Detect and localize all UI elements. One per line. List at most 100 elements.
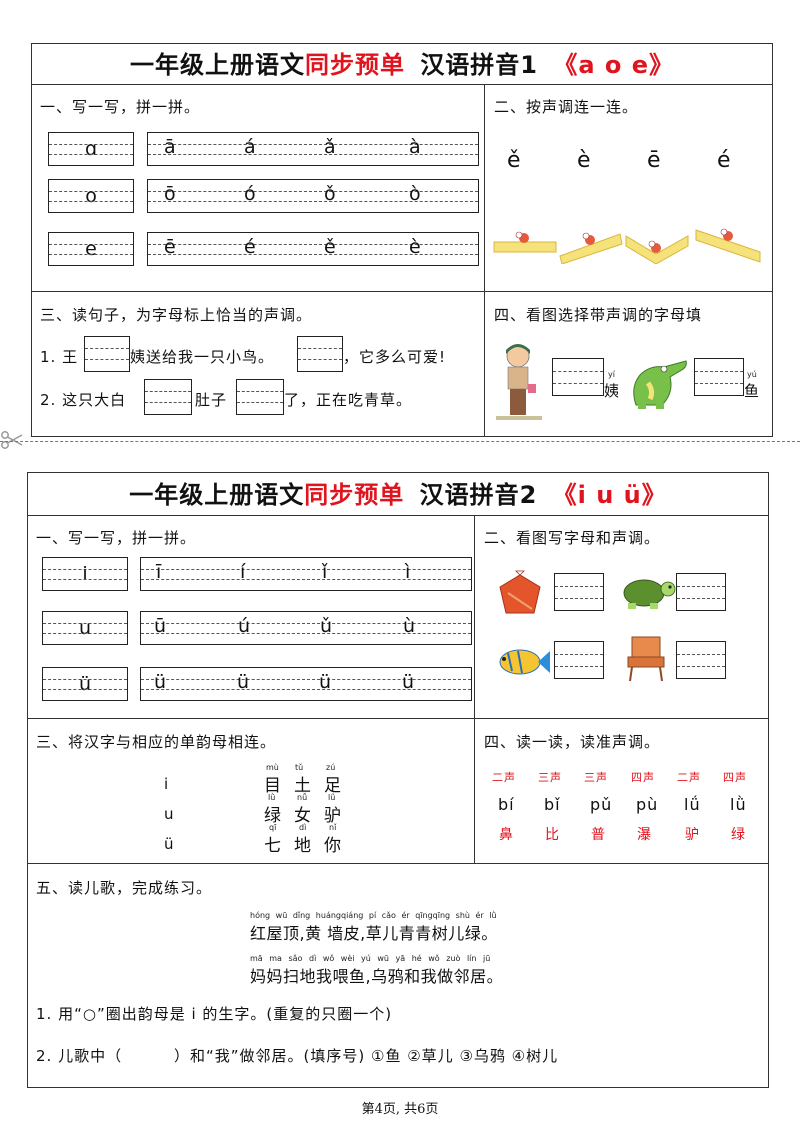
rising-tone-picture[interactable] [559,232,623,264]
answer-box[interactable] [554,641,604,679]
answer-box[interactable] [676,573,726,611]
scissors-icon [1,431,23,449]
writing-box[interactable] [147,232,479,266]
chair-picture [627,636,665,682]
poem-line-1: 红屋顶,黄 墙皮,草儿青青树儿绿。 [250,924,498,943]
sentence-2-mid: 肚子 [195,391,228,409]
hanzi-char[interactable]: 足 [324,776,342,796]
answer-box[interactable] [297,336,343,372]
hanzi-char[interactable]: 地 [294,836,312,856]
vowel-v[interactable]: ü [164,835,175,853]
worksheet-card-2: 一年级上册语文同步预单 汉语拼音2 《i u ü》 一、写一写，拼一拼。 i ī… [27,472,769,1088]
tone-letter: ǔ [320,615,334,637]
pinyin-yu: yú [747,370,757,379]
hanzi-char[interactable]: 绿 [264,806,282,826]
dip-tone-picture[interactable] [625,235,689,264]
card1-sec1-heading: 一、写一写，拼一拼。 [40,98,201,116]
sentence-2-end: 了，正在吃青草。 [284,391,413,409]
tone-option[interactable]: è [577,148,591,173]
poem-line-2: 妈妈扫地我喂鱼,乌鸦和我做邻居。 [250,967,504,986]
hanzi-pinyin: mù [266,763,279,772]
tone-label: 四声 [631,771,655,784]
tone-letter: ü [319,671,333,693]
writing-box[interactable] [140,557,472,591]
flat-tone-picture[interactable] [493,231,557,253]
syllable: bǐ [544,795,561,814]
fish-picture [499,649,550,675]
hanzi-char[interactable]: 目 [264,776,282,796]
card2-sec3-heading: 三、将汉字与相应的单韵母相连。 [36,733,277,751]
card1-title: 一年级上册语文同步预单 汉语拼音1 《a o e》 [32,44,772,85]
vowel-u[interactable]: u [164,805,175,823]
card1-divider-v [484,85,485,436]
pinyin-yi: yí [608,370,615,379]
tone-option[interactable]: ē [647,148,661,173]
question-2-start: 2. 儿歌中（ [36,1047,123,1065]
tone-letter: ǒ [324,183,337,205]
syllable: lǜ [730,795,747,814]
auntie-picture [496,344,542,420]
syllable: pǔ [590,795,613,814]
hanzi-char[interactable]: 土 [294,776,312,796]
writing-box[interactable]: o [48,179,134,213]
tone-letter: ū [154,615,168,637]
tone-letter: ü [237,671,251,693]
syllable: lǘ [684,795,701,814]
hanzi-pinyin: zú [326,763,336,772]
answer-box[interactable] [554,573,604,611]
hanzi-pinyin: tǔ [295,763,304,772]
card2-divider-h1 [28,718,768,719]
writing-box[interactable] [147,132,479,166]
tone-option[interactable]: ě [507,148,521,173]
tone-letter: é [244,236,257,258]
answer-box[interactable] [676,641,726,679]
card1-divider-h [32,291,772,292]
vowel-i[interactable]: i [164,775,170,793]
falling-tone-picture[interactable] [695,228,761,263]
char-yu: 鱼 [744,382,761,400]
writing-box[interactable]: i [42,557,128,591]
tone-letter: ō [164,183,177,205]
question-2-blank[interactable] [132,1045,172,1063]
cut-line [0,441,800,442]
tone-letter: à [409,136,422,158]
answer-box[interactable] [236,379,284,415]
tone-label: 三声 [538,771,562,784]
writing-box[interactable]: u [42,611,128,645]
tone-label: 二声 [492,771,516,784]
writing-box[interactable] [147,179,479,213]
writing-box[interactable]: e [48,232,134,266]
tone-letter: ü [154,671,168,693]
card2-sec2-heading: 二、看图写字母和声调。 [484,529,661,547]
tone-letter: ī [156,561,163,583]
answer-box[interactable] [144,379,192,415]
card2-title: 一年级上册语文同步预单 汉语拼音2 《i u ü》 [28,473,768,516]
card1-sec4-heading: 四、看图选择带声调的字母填 [494,306,703,324]
tone-letter: á [244,136,257,158]
writing-box[interactable]: ɑ [48,132,134,166]
writing-box[interactable] [140,611,472,645]
hanzi-char[interactable]: 驴 [324,806,342,826]
hanzi-char[interactable]: 女 [294,806,312,826]
answer-box[interactable] [84,336,130,372]
syllable: bí [498,795,515,814]
tone-label: 四声 [723,771,747,784]
question-2-end: ）和“我”做邻居。(填序号) ①鱼 ②草儿 ③乌鸦 ④树儿 [174,1047,559,1065]
card2-divider-h2 [28,863,768,864]
tone-letter: ā [164,136,177,158]
hanzi-char[interactable]: 你 [324,836,342,856]
writing-box[interactable] [140,667,472,701]
answer-box[interactable] [552,358,604,396]
sentence-1-end: ，它多么可爱! [343,348,447,366]
card2-divider-v [474,516,475,863]
tone-letter: ü [402,671,416,693]
writing-box[interactable]: ü [42,667,128,701]
tone-letter: í [240,561,247,583]
answer-box[interactable] [694,358,744,396]
hanzi-pinyin: qī [269,823,277,832]
worksheet-card-1: 一年级上册语文同步预单 汉语拼音1 《a o e》 一、写一写，拼一拼。 ɑ ā… [31,43,773,437]
tone-option[interactable]: é [717,148,731,173]
syllable: pù [636,795,659,814]
tone-letter: ǎ [324,136,337,158]
hanzi-char[interactable]: 七 [264,836,282,856]
